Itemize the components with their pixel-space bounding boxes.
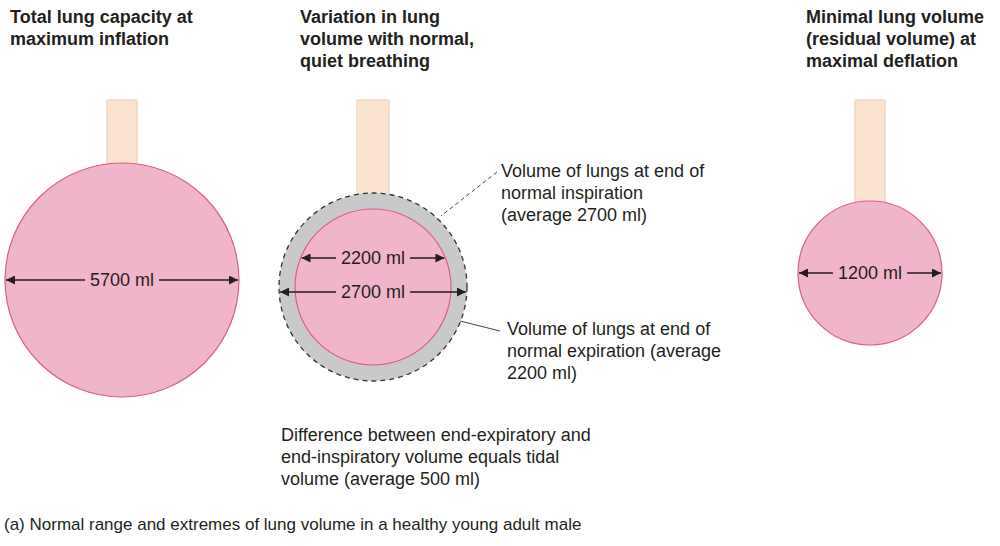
figure-caption: (a) Normal range and extremes of lung vo… xyxy=(4,515,581,535)
lung-outline xyxy=(5,163,239,397)
volume-value: 2200 ml xyxy=(338,247,408,269)
dimension-arrow xyxy=(6,279,85,280)
volume-value: 1200 ml xyxy=(835,262,905,284)
lung-outline xyxy=(295,209,451,365)
lung-outline xyxy=(798,201,942,345)
dimension-arrow xyxy=(799,272,833,273)
column-heading: Total lung capacity at maximum inflation xyxy=(10,6,238,50)
airway-tube xyxy=(357,100,389,200)
column-heading: Minimal lung volume (residual volume) at… xyxy=(806,6,996,72)
explanatory-note: Difference between end-expiratory and en… xyxy=(281,424,601,490)
dimension-arrow xyxy=(907,272,941,273)
lung-outline xyxy=(279,193,467,381)
dimension-arrow xyxy=(302,257,336,258)
dimension-arrow xyxy=(410,291,466,292)
leader-line xyxy=(456,320,500,331)
lung-circle-end-inspiration: 2200 ml 2700 ml xyxy=(278,192,468,382)
column-heading: Variation in lung volume with normal, qu… xyxy=(300,6,505,72)
airway-tube xyxy=(107,100,137,172)
callout-note: Volume of lungs at end of normal expirat… xyxy=(507,318,732,384)
volume-value: 5700 ml xyxy=(87,269,157,291)
dimension-arrow xyxy=(280,291,336,292)
dimension-arrow xyxy=(410,257,444,258)
leader-line xyxy=(441,172,497,216)
airway-tube xyxy=(855,100,885,208)
callout-note: Volume of lungs at end of normal inspira… xyxy=(501,160,711,226)
dimension-arrow xyxy=(159,279,238,280)
volume-value: 2700 ml xyxy=(338,281,408,303)
